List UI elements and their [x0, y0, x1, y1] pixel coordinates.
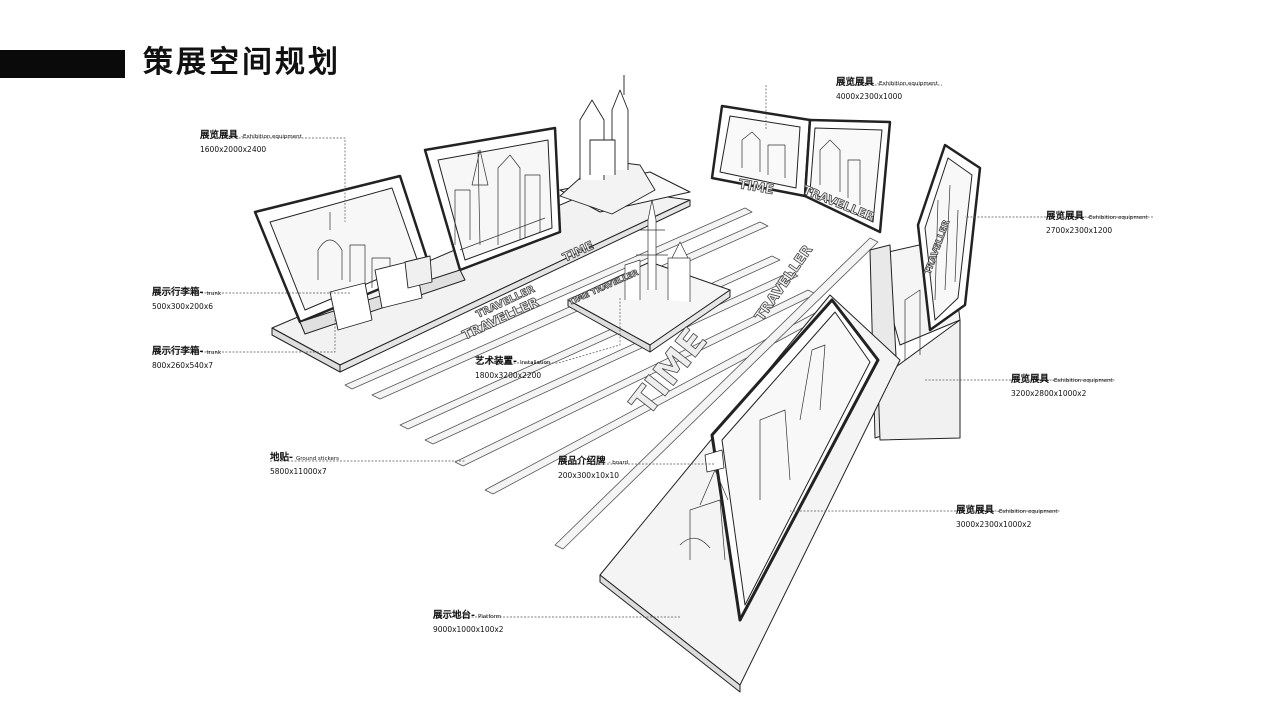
label-trunk-1: 展示行李箱-trunk 500x300x200x6: [152, 287, 222, 311]
label-platform: 展示地台-Platform 9000x1000x100x2: [433, 610, 504, 634]
title-bar: [0, 50, 125, 78]
page-title: 策展空间规划: [143, 45, 341, 80]
label-ground-stickers: 地贴-Ground stickers 5800x11000x7: [270, 452, 340, 476]
book-time-text: TIME: [737, 177, 775, 198]
center-installation: [567, 199, 731, 353]
label-exhibition-equipment-5: 展览展具-Exhibition equipment 3000x2300x1000…: [956, 505, 1058, 529]
castle-exhibit: [559, 75, 656, 215]
label-exhibition-equipment-3: 展览展具-Exhibition equipment 2700x2300x1200: [1046, 211, 1148, 235]
label-trunk-2: 展示行李箱-trunk 800x260x540x7: [152, 346, 222, 370]
label-board: 展品介绍牌- board 200x300x10x10: [558, 456, 629, 480]
leader-lines: [152, 84, 1153, 618]
label-exhibition-equipment-4: 展览展具-Exhibition equipment 3200x2800x1000…: [1011, 374, 1113, 398]
label-exhibition-equipment-2: 展览展具-Exhibition equipment 4000x2300x1000: [836, 77, 938, 101]
label-installation: 艺术装置-Installation 1800x3200x2200: [475, 356, 551, 380]
front-platform-exhibit: [599, 294, 901, 693]
back-right-book: [710, 104, 892, 234]
label-exhibition-equipment-1: 展览展具-Exhibition equipment 1600x2000x2400: [200, 130, 302, 154]
left-book-exhibit: [253, 126, 691, 373]
right-tall-book: [869, 143, 982, 441]
